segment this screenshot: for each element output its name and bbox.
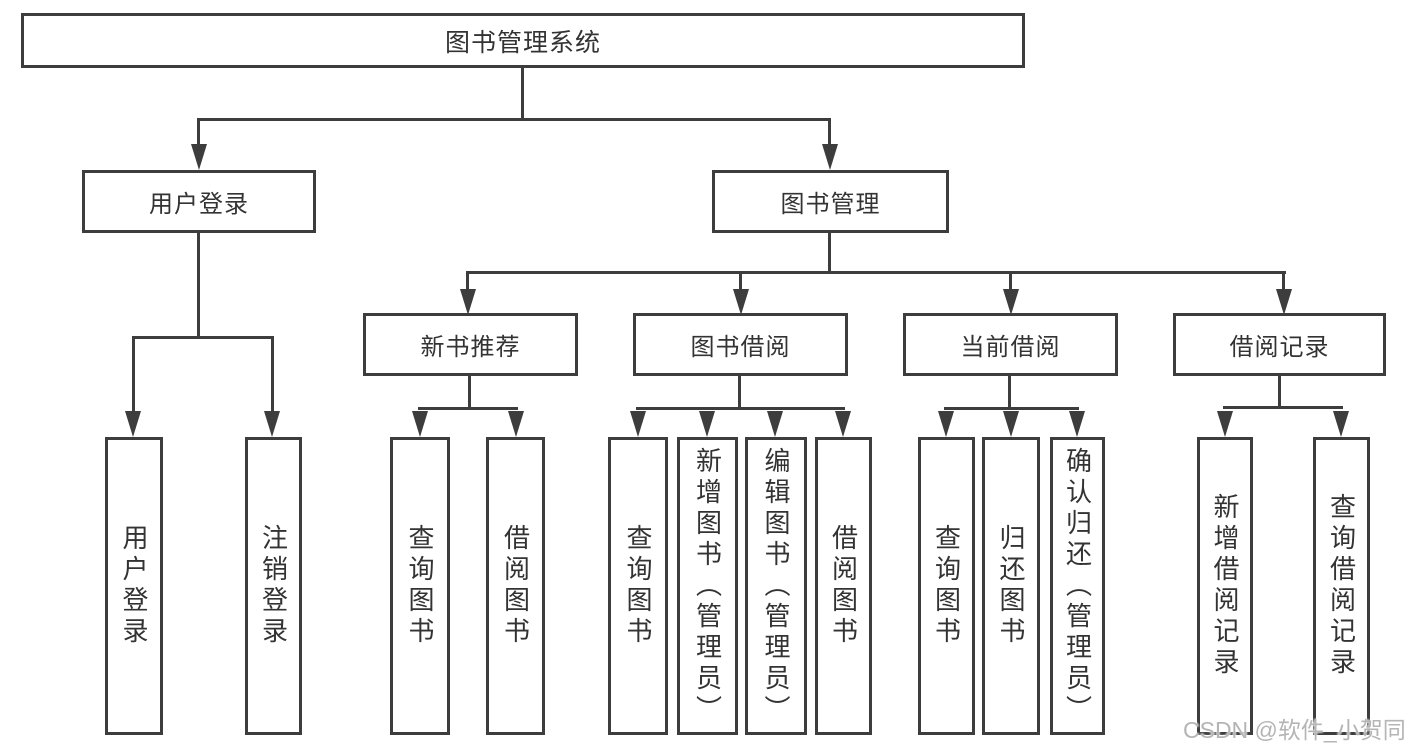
arrowhead-down-icon — [508, 411, 524, 437]
connector-line — [132, 336, 274, 339]
arrowhead-down-icon — [1276, 289, 1292, 315]
arrowhead-down-icon — [264, 411, 280, 437]
connector-line — [132, 336, 135, 412]
arrowhead-down-icon — [733, 289, 749, 315]
connector-line — [636, 407, 845, 410]
node-label: 借阅图书 — [500, 524, 531, 648]
arrowhead-down-icon — [1003, 289, 1019, 315]
connector-line — [1223, 406, 1343, 409]
arrowhead-down-icon — [938, 411, 954, 437]
connector-line — [944, 407, 1079, 410]
leaf-add-borrow-record: 新增借阅记录 — [1197, 437, 1253, 735]
leaf-confirm-return-admin: 确认归还（管理员） — [1050, 437, 1105, 735]
connector-line — [828, 118, 831, 147]
node-label: 归还图书 — [996, 524, 1026, 648]
connector-line — [271, 336, 274, 412]
watermark: CSDN @软件_小贺同学 — [1183, 717, 1405, 743]
arrowhead-down-icon — [191, 144, 207, 170]
arrowhead-down-icon — [822, 144, 838, 170]
connector-line — [197, 118, 200, 147]
node-current-borrowing: 当前借阅 — [903, 313, 1118, 376]
arrowhead-down-icon — [412, 411, 428, 437]
node-label: 查询借阅记录 — [1326, 493, 1357, 679]
connector-line — [739, 271, 742, 291]
connector-line — [466, 271, 469, 291]
node-label: 查询图书 — [405, 524, 435, 648]
node-label: 注销登录 — [258, 524, 289, 648]
leaf-edit-books-admin: 编辑图书（管理员） — [745, 437, 807, 735]
connector-line — [1008, 376, 1011, 408]
node-user-login: 用户登录 — [82, 170, 316, 233]
arrowhead-down-icon — [1003, 411, 1019, 437]
node-label: 图书管理系统 — [444, 28, 601, 57]
node-label: 编辑图书（管理员） — [761, 446, 791, 726]
node-label: 新书推荐 — [420, 334, 521, 361]
arrowhead-down-icon — [835, 411, 851, 437]
arrowhead-down-icon — [1069, 411, 1085, 437]
arrowhead-down-icon — [699, 411, 715, 437]
connector-line — [1282, 271, 1285, 291]
connector-line — [828, 233, 831, 273]
arrowhead-down-icon — [460, 289, 476, 315]
arrowhead-down-icon — [1217, 411, 1233, 437]
leaf-query-books-borrow: 查询图书 — [608, 437, 668, 735]
node-book-borrowing: 图书借阅 — [633, 313, 848, 376]
connector-line — [521, 68, 524, 118]
connector-line — [468, 376, 471, 408]
node-library-management-system: 图书管理系统 — [21, 13, 1025, 68]
node-label: 图书借阅 — [690, 334, 791, 361]
node-label: 借阅图书 — [828, 524, 859, 648]
connector-line — [1009, 271, 1012, 291]
leaf-return-books: 归还图书 — [982, 437, 1040, 735]
leaf-logout: 注销登录 — [245, 437, 302, 735]
node-label: 查询图书 — [623, 524, 653, 648]
node-book-management: 图书管理 — [712, 170, 949, 233]
leaf-add-books-admin: 新增图书（管理员） — [677, 437, 738, 735]
leaf-query-books-recommend: 查询图书 — [390, 437, 450, 735]
node-label: 新增图书（管理员） — [692, 446, 723, 726]
connector-line — [197, 233, 200, 337]
leaf-query-books-current: 查询图书 — [918, 437, 975, 735]
connector-line — [1278, 376, 1281, 407]
node-label: 查询图书 — [931, 524, 962, 648]
arrowhead-down-icon — [125, 411, 141, 437]
leaf-borrow-books: 借阅图书 — [815, 437, 872, 735]
node-label: 用户登录 — [119, 524, 149, 648]
leaf-borrow-books-recommend: 借阅图书 — [486, 437, 545, 735]
arrowhead-down-icon — [1333, 411, 1349, 437]
node-label: 确认归还（管理员） — [1062, 446, 1093, 726]
node-label: 当前借阅 — [960, 334, 1061, 361]
leaf-user-login: 用户登录 — [105, 437, 163, 735]
connector-line — [466, 271, 1286, 274]
node-label: 借阅记录 — [1229, 334, 1330, 361]
leaf-query-borrow-record: 查询借阅记录 — [1313, 437, 1370, 735]
node-new-book-recommendation: 新书推荐 — [363, 313, 578, 376]
node-label: 图书管理 — [780, 191, 881, 218]
node-borrowing-records: 借阅记录 — [1173, 313, 1386, 376]
node-label: 用户登录 — [149, 191, 249, 218]
connector-line — [418, 407, 518, 410]
connector-line — [738, 376, 741, 408]
arrowhead-down-icon — [767, 411, 783, 437]
node-label: 新增借阅记录 — [1210, 493, 1240, 679]
arrowhead-down-icon — [630, 411, 646, 437]
connector-line — [197, 118, 831, 121]
